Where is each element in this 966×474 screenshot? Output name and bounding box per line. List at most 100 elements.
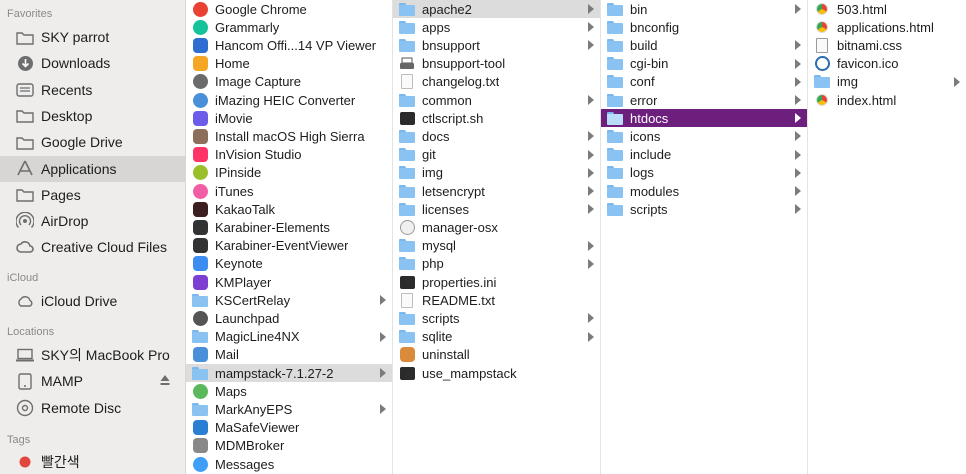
file-row[interactable]: Home xyxy=(186,55,392,73)
file-row[interactable]: manager-osx xyxy=(393,218,600,236)
itunes-icon xyxy=(192,183,208,199)
file-row[interactable]: iMovie xyxy=(186,109,392,127)
file-row[interactable]: README.txt xyxy=(393,291,600,309)
sidebar-item-5-0[interactable]: Applications xyxy=(0,155,186,182)
file-row[interactable]: ctlscript.sh xyxy=(393,109,600,127)
folder-row[interactable]: logs xyxy=(601,164,807,182)
folder-icon xyxy=(607,165,623,181)
file-row[interactable]: InVision Studio xyxy=(186,146,392,164)
sidebar-item-2-2[interactable]: Remote Disc xyxy=(0,395,186,421)
folder-row[interactable]: sqlite xyxy=(393,328,600,346)
file-row[interactable]: MaSafeViewer xyxy=(186,419,392,437)
item-label: letsencrypt xyxy=(422,183,485,199)
file-row[interactable]: 503.html xyxy=(808,0,966,18)
item-label: Google Chrome xyxy=(215,1,307,17)
sidebar-item-8-0[interactable]: Creative Cloud Files xyxy=(0,234,186,260)
sidebar-item-7-0[interactable]: AirDrop xyxy=(0,208,186,234)
folder-row[interactable]: bnconfig xyxy=(601,18,807,36)
item-label: MaSafeViewer xyxy=(215,420,300,436)
file-row[interactable]: iMazing HEIC Converter xyxy=(186,91,392,109)
folder-row[interactable]: conf xyxy=(601,73,807,91)
folder-row[interactable]: error xyxy=(601,91,807,109)
file-row[interactable]: Mail xyxy=(186,346,392,364)
file-row[interactable]: Hancom Offi...14 VP Viewer xyxy=(186,36,392,54)
sidebar-item-0-2[interactable]: SKY의 MacBook Pro xyxy=(0,342,186,368)
file-row[interactable]: iTunes xyxy=(186,182,392,200)
folder-row[interactable]: MagicLine4NX xyxy=(186,328,392,346)
folder-row[interactable]: docs xyxy=(393,127,600,145)
eject-icon[interactable] xyxy=(160,374,170,386)
item-label: sqlite xyxy=(422,329,453,345)
file-row[interactable]: MDMBroker xyxy=(186,437,392,455)
file-row[interactable]: bitnami.css xyxy=(808,36,966,54)
sidebar-item-0-0[interactable]: SKY parrot xyxy=(0,24,186,50)
file-row[interactable]: Google Chrome xyxy=(186,0,392,18)
file-row[interactable]: Karabiner-Elements xyxy=(186,218,392,236)
red-tag-icon xyxy=(16,453,34,471)
folder-row[interactable]: img xyxy=(393,164,600,182)
item-label: Keynote xyxy=(215,256,263,272)
sidebar-item-1-2[interactable]: MAMP xyxy=(0,368,186,394)
folder-row[interactable]: letsencrypt xyxy=(393,182,600,200)
folder-row[interactable]: php xyxy=(393,255,600,273)
file-row[interactable]: uninstall xyxy=(393,346,600,364)
chevron-right-icon xyxy=(795,58,801,69)
file-row[interactable]: index.html xyxy=(808,91,966,109)
folder-row[interactable]: apps xyxy=(393,18,600,36)
file-row[interactable]: IPinside xyxy=(186,164,392,182)
item-label: img xyxy=(422,165,443,181)
folder-row[interactable]: htdocs xyxy=(601,109,807,128)
folder-icon xyxy=(192,401,208,417)
file-row[interactable]: Launchpad xyxy=(186,309,392,327)
creative-cloud-icon xyxy=(16,238,34,256)
folder-row[interactable]: bnsupport xyxy=(393,36,600,54)
item-label: bnsupport-tool xyxy=(422,56,506,72)
folder-row[interactable]: git xyxy=(393,146,600,164)
file-row[interactable]: KMPlayer xyxy=(186,273,392,291)
file-row[interactable]: properties.ini xyxy=(393,273,600,291)
folder-row[interactable]: common xyxy=(393,91,600,109)
folder-icon xyxy=(399,147,415,163)
folder-row[interactable]: cgi-bin xyxy=(601,55,807,73)
folder-row[interactable]: icons xyxy=(601,127,807,145)
folder-row[interactable]: scripts xyxy=(393,309,600,327)
sidebar-item-2-0[interactable]: Recents xyxy=(0,77,186,103)
sidebar-item-4-0[interactable]: Google Drive xyxy=(0,129,186,155)
folder-row[interactable]: img xyxy=(808,73,966,91)
file-row[interactable]: use_mampstack xyxy=(393,364,600,382)
item-label: conf xyxy=(630,74,655,90)
folder-row[interactable]: build xyxy=(601,36,807,54)
folder-row[interactable]: KSCertRelay xyxy=(186,291,392,309)
item-label: Karabiner-Elements xyxy=(215,219,330,235)
folder-row[interactable]: mysql xyxy=(393,237,600,255)
folder-row[interactable]: bin xyxy=(601,0,807,18)
folder-row[interactable]: mampstack-7.1.27-2 xyxy=(186,364,392,382)
file-row[interactable]: Install macOS High Sierra xyxy=(186,127,392,145)
folder-row[interactable]: scripts xyxy=(601,200,807,218)
file-row[interactable]: KakaoTalk xyxy=(186,200,392,218)
sidebar-section-tags: Tags xyxy=(7,434,31,446)
folder-row[interactable]: modules xyxy=(601,182,807,200)
folder-row[interactable]: MarkAnyEPS xyxy=(186,400,392,418)
folder-row[interactable]: apache2 xyxy=(393,0,600,18)
file-row[interactable]: bnsupport-tool xyxy=(393,55,600,73)
chevron-right-icon xyxy=(380,368,386,378)
file-row[interactable]: favicon.ico xyxy=(808,55,966,73)
sidebar-item-0-1[interactable]: iCloud Drive xyxy=(0,288,186,314)
file-row[interactable]: Image Capture xyxy=(186,73,392,91)
file-row[interactable]: applications.html xyxy=(808,18,966,36)
folder-row[interactable]: include xyxy=(601,146,807,164)
item-label: index.html xyxy=(837,92,897,108)
item-label: KakaoTalk xyxy=(215,201,275,217)
sidebar-item-3-0[interactable]: Desktop xyxy=(0,103,186,129)
sidebar-item-0-3[interactable]: 빨간색 xyxy=(0,449,186,474)
sidebar-item-6-0[interactable]: Pages xyxy=(0,182,186,208)
file-row[interactable]: Messages xyxy=(186,455,392,473)
file-row[interactable]: Grammarly xyxy=(186,18,392,36)
file-row[interactable]: Maps xyxy=(186,382,392,400)
file-row[interactable]: Karabiner-EventViewer xyxy=(186,237,392,255)
sidebar-item-1-0[interactable]: Downloads xyxy=(0,50,186,76)
file-row[interactable]: Keynote xyxy=(186,255,392,273)
folder-row[interactable]: licenses xyxy=(393,200,600,218)
file-row[interactable]: changelog.txt xyxy=(393,73,600,91)
